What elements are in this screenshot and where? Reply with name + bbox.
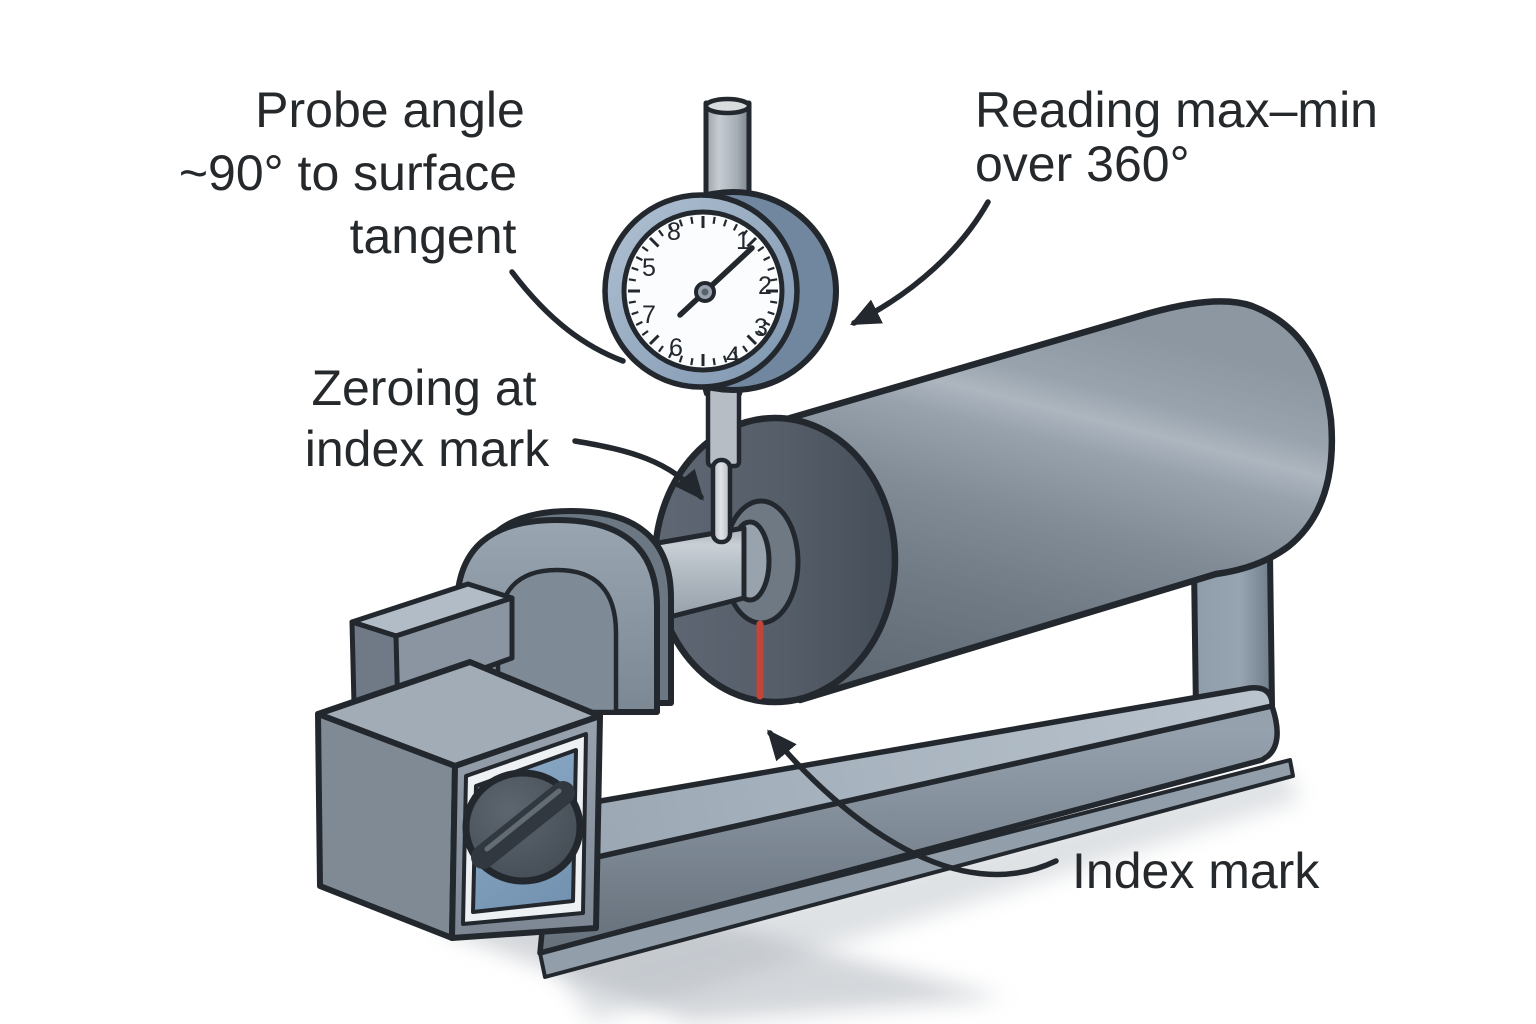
probe-rod (710, 457, 733, 545)
stem-top (703, 96, 752, 116)
dial-tick (635, 256, 643, 262)
dial-tick (641, 330, 649, 336)
rail-front-face (537, 703, 1280, 956)
needle (677, 245, 755, 318)
dial-tick (635, 320, 643, 326)
dial-tick (678, 219, 684, 227)
support-frame (537, 551, 1295, 979)
needle-hub-dot (701, 288, 709, 296)
dial-indicator: 1 2 3 4 6 7 5 8 (602, 96, 839, 393)
reading-label-line2: over 360° (975, 136, 1190, 192)
rail-shadow (552, 768, 1300, 1022)
reading-label-line1: Reading max–min (975, 82, 1378, 138)
dial-tick (763, 256, 771, 262)
cylinder-body (776, 298, 1336, 704)
dial-tick (628, 300, 636, 304)
index-mark-label: Index mark (1072, 843, 1320, 899)
dial-tick (631, 266, 639, 272)
dial-tick (770, 278, 778, 282)
reading-arrow (849, 199, 991, 326)
dial-number: 2 (758, 272, 772, 300)
dial-tick (757, 330, 765, 336)
dial-tick (641, 246, 649, 252)
dial-tick (668, 351, 674, 359)
dial-tick (757, 246, 765, 252)
dial-tick (742, 229, 748, 237)
probe-angle-label-line2: ~90° to surface (179, 145, 517, 201)
dial-tick (746, 236, 758, 248)
dial-tick (690, 358, 694, 366)
zeroing-label-line1: Zeroing at (311, 360, 536, 416)
dial-tick (742, 345, 748, 353)
knob-lever (471, 781, 575, 869)
dial-tick (732, 351, 738, 359)
probe-sleeve (705, 385, 742, 469)
probe-angle-label-line3: tangent (350, 208, 517, 264)
dial-tick (712, 216, 716, 224)
dial-tick (628, 278, 636, 282)
dial-tick (763, 320, 771, 326)
dial-tick (658, 229, 664, 237)
dial-number: 3 (754, 314, 768, 342)
dial-numbers: 1 2 3 4 6 7 5 8 (642, 218, 772, 370)
zeroing-arrow (572, 438, 704, 501)
dial-number: 8 (667, 218, 681, 246)
dial-tick (722, 219, 728, 227)
dial-tick (631, 310, 639, 316)
dial-number: 5 (642, 254, 656, 282)
stem (703, 100, 752, 203)
dial-tick (770, 300, 778, 304)
probe-angle-label-line1: Probe angle (255, 82, 525, 138)
stand (315, 508, 674, 941)
dial-tick (767, 310, 775, 316)
dial-tick (732, 223, 738, 231)
zeroing-label-line2: index mark (305, 421, 551, 477)
dial-tick (712, 358, 716, 366)
annotations (509, 199, 1059, 878)
dial-tick (678, 355, 684, 363)
probe-angle-leader-line (509, 269, 626, 364)
knob-lever-highlight (484, 788, 562, 852)
dial-tick (722, 355, 728, 363)
dial-tick (668, 223, 674, 231)
rail-top-face (545, 685, 1275, 871)
text-labels: Probe angle ~90° to surface tangent Read… (179, 82, 1378, 899)
rail-bottom-edge (538, 758, 1295, 979)
index-mark-arrow (767, 729, 1059, 878)
dial-number: 4 (726, 342, 740, 370)
dial-tick (648, 236, 660, 248)
dial-ticks (628, 216, 778, 366)
dial-tick (690, 216, 694, 224)
dial-tick (658, 345, 664, 353)
dial-tick (648, 334, 660, 346)
dial-number: 7 (642, 301, 656, 329)
dial-tick (767, 266, 775, 272)
dial-number: 6 (669, 334, 683, 362)
dial-tick (746, 334, 758, 346)
dial-number: 1 (736, 227, 750, 255)
